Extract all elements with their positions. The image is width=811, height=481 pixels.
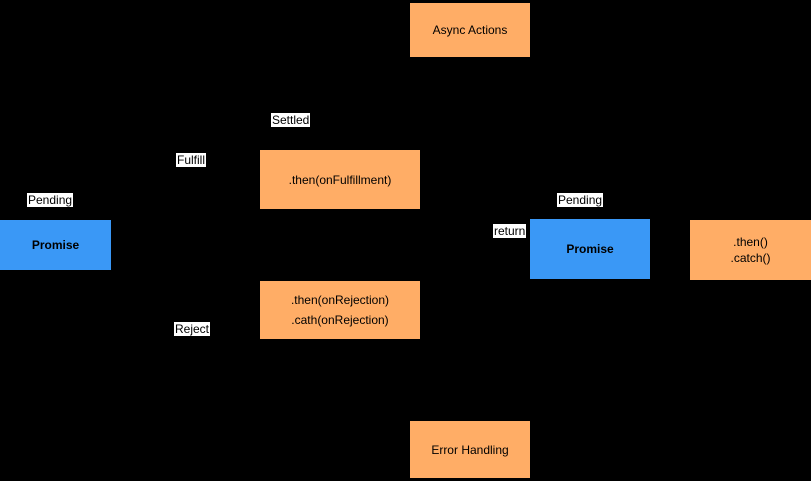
- then-catch-node: .then() .catch(): [690, 220, 811, 280]
- promise-right-label: Promise: [566, 242, 614, 256]
- async-actions-node: Async Actions: [410, 3, 530, 57]
- error-handling-node: Error Handling: [410, 421, 530, 478]
- then-catch-line2: .catch(): [730, 251, 771, 265]
- settled-label: Settled: [271, 113, 311, 127]
- promise-left-label: Promise: [31, 238, 80, 252]
- pending-right-label: Pending: [557, 193, 604, 207]
- then-onfulfillment-node: .then(onFulfillment): [260, 150, 420, 209]
- async-actions-label: Async Actions: [432, 23, 508, 37]
- then-onrejection-line1: .then(onRejection): [290, 293, 390, 307]
- error-handling-label: Error Handling: [431, 442, 509, 457]
- then-onrejection-node: .then(onRejection) .cath(onRejection): [260, 281, 420, 339]
- return-label: return: [493, 224, 527, 238]
- pending-left-label: Pending: [27, 193, 74, 207]
- then-onrejection-line2: .cath(onRejection): [291, 313, 389, 327]
- promise-left-node: Promise: [0, 220, 111, 270]
- fulfill-label: Fulfill: [176, 153, 207, 167]
- promise-right-node: Promise: [530, 219, 650, 279]
- then-catch-line1: .then(): [733, 235, 768, 249]
- then-onfulfillment-label: .then(onFulfillment): [288, 172, 392, 187]
- reject-label: Reject: [174, 322, 211, 336]
